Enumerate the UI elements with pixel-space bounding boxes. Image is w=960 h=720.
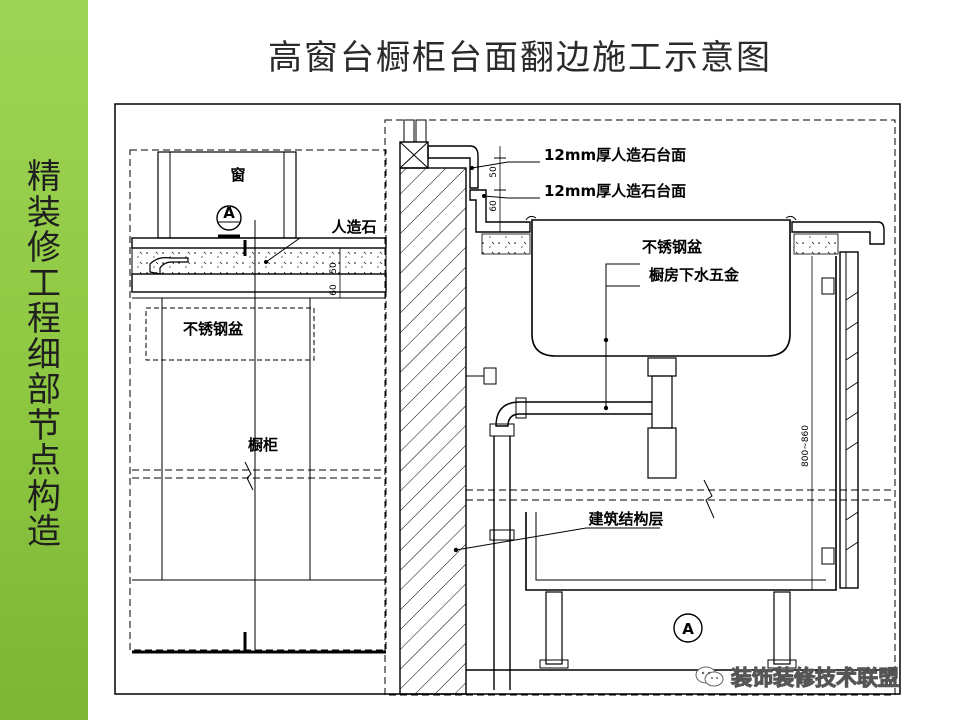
cabinet-label: 橱柜 bbox=[248, 436, 278, 454]
wall-valve bbox=[483, 367, 497, 385]
right-section-marker-label: A bbox=[682, 620, 694, 638]
left-elevation-view: A 50 60 窗 人造石 不锈钢盆 橱柜 bbox=[129, 149, 387, 654]
right-section-marker bbox=[673, 613, 703, 643]
window-frame bbox=[157, 151, 297, 239]
countertop-edge bbox=[131, 273, 387, 293]
faucet-icon bbox=[149, 257, 189, 275]
outer-frame bbox=[114, 103, 901, 695]
sidebar-title-char: 构 bbox=[27, 476, 61, 517]
cabinet-body bbox=[525, 256, 837, 591]
pipe-elbow bbox=[495, 401, 521, 427]
sidebar-title-char: 装 bbox=[27, 192, 61, 233]
stone-sill bbox=[131, 237, 387, 249]
hardware-label: 橱房下水五金 bbox=[649, 266, 740, 284]
wechat-icon bbox=[695, 666, 724, 687]
structure-label: 建筑结构层 bbox=[588, 510, 663, 528]
sidebar-title-char: 修 bbox=[27, 228, 61, 268]
upper-countertop bbox=[427, 145, 479, 189]
left-section-marker-label: A bbox=[223, 204, 235, 222]
sidebar-title-char: 部 bbox=[27, 370, 61, 410]
cabinet-leg bbox=[545, 591, 563, 665]
wall-slab bbox=[131, 247, 387, 275]
wall-hatch bbox=[399, 167, 467, 695]
sidebar-title-char: 点 bbox=[27, 441, 61, 481]
sidebar-title-char: 造 bbox=[27, 512, 61, 552]
right-dashed-outline bbox=[384, 119, 896, 696]
sidebar-title-char: 程 bbox=[27, 299, 61, 339]
sidebar-title: 精 装 修 工 程 细 部 节 点 构 造 bbox=[24, 157, 64, 552]
sidebar-title-char: 节 bbox=[27, 405, 61, 446]
right-dim-60: 60 bbox=[489, 200, 499, 212]
window-label: 窗 bbox=[230, 166, 245, 184]
right-section-view: A 50 60 800~860 12mm厚人造石台面 12mm厚人造石台面 不锈… bbox=[384, 119, 896, 696]
countertop-label-2: 12mm厚人造石台面 bbox=[544, 182, 686, 200]
watermark: 装饰装修技术联盟 bbox=[695, 660, 900, 694]
cabinet-door bbox=[839, 251, 859, 589]
left-basin-label: 不锈钢盆 bbox=[183, 320, 244, 338]
drain-fitting bbox=[647, 357, 677, 377]
right-basin-label: 不锈钢盆 bbox=[642, 238, 703, 256]
countertop-label-1: 12mm厚人造石台面 bbox=[544, 146, 686, 164]
sidebar-title-char: 精 bbox=[27, 157, 61, 197]
sidebar-title-char: 工 bbox=[27, 263, 61, 304]
left-dim-50: 50 bbox=[329, 262, 339, 274]
watermark-text: 装饰装修技术联盟 bbox=[731, 666, 900, 691]
lower-countertop bbox=[469, 189, 531, 233]
left-section-marker bbox=[216, 205, 242, 231]
stone-label: 人造石 bbox=[331, 218, 376, 236]
left-dashed-outline bbox=[129, 149, 387, 651]
sidebar: 精 装 修 工 程 细 部 节 点 构 造 bbox=[0, 0, 88, 720]
countertop-right bbox=[791, 221, 885, 245]
left-dim-60: 60 bbox=[329, 284, 339, 296]
right-dim-50: 50 bbox=[489, 166, 499, 178]
page-title: 高窗台橱柜台面翻边施工示意图 bbox=[268, 38, 772, 78]
right-height-dim: 800~860 bbox=[801, 425, 811, 467]
stainless-basin bbox=[531, 219, 791, 357]
left-basin-dashed bbox=[145, 307, 315, 361]
sidebar-title-char: 细 bbox=[27, 334, 61, 375]
cabinet-leg bbox=[773, 591, 791, 665]
